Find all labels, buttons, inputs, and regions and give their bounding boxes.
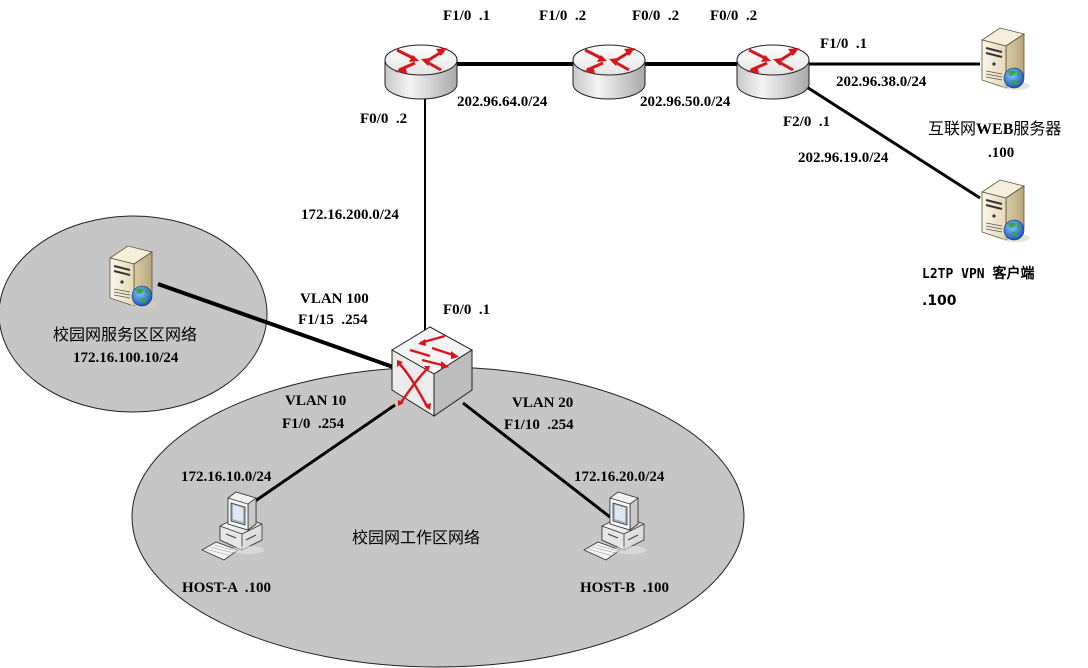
layer3-switch[interactable] <box>391 326 473 417</box>
host-b-label: HOST-B .100 <box>580 580 669 596</box>
work-zone-name: 校园网工作区网络 <box>352 528 480 547</box>
vpn-client-server[interactable] <box>981 179 1031 243</box>
router-3[interactable] <box>735 43 811 101</box>
service-zone <box>0 215 268 413</box>
r1-top-port-label: F1/0 .1 <box>443 8 490 24</box>
r1-switch-subnet-label: 172.16.200.0/24 <box>301 207 399 223</box>
link-switch-service <box>157 282 397 370</box>
vpn-client-name: L2TP VPN 客户端 <box>922 265 1034 282</box>
link-r3-vpn <box>801 82 981 200</box>
link-switch-host-a <box>244 403 396 510</box>
r3-down-port-label: F2/0 .1 <box>783 114 830 130</box>
r2-right-port-label: F0/0 .2 <box>632 8 679 24</box>
r3-left-port-label: F0/0 .2 <box>710 8 757 24</box>
host-a-subnet-label: 172.16.10.0/24 <box>181 469 272 485</box>
vlan10-label: VLAN 10 <box>285 393 346 409</box>
service-zone-name: 校园网服务区区网络 <box>53 325 197 344</box>
router-2[interactable] <box>571 43 647 101</box>
r3-right-port-label: F1/0 .1 <box>820 36 867 52</box>
vlan10-port-label: F1/0 .254 <box>282 416 345 432</box>
r1-r2-subnet-label: 202.96.64.0/24 <box>457 94 548 110</box>
link-switch-host-b <box>462 401 611 519</box>
web-server-name: 互联网WEB服务器 <box>928 119 1061 138</box>
service-zone-subnet: 172.16.100.10/24 <box>73 350 179 366</box>
vpn-client-ip: .100 <box>922 293 957 309</box>
router-1[interactable] <box>383 43 459 101</box>
switch-uplink-port-label: F0/0 .1 <box>443 302 490 318</box>
r2-left-port-label: F1/0 .2 <box>539 8 586 24</box>
host-b-subnet-label: 172.16.20.0/24 <box>574 469 665 485</box>
r3-web-subnet-label: 202.96.38.0/24 <box>836 74 927 90</box>
vlan100-port-label: F1/15 .254 <box>298 312 368 328</box>
host-a-label: HOST-A .100 <box>182 580 271 596</box>
r3-vpn-subnet-label: 202.96.19.0/24 <box>798 150 889 166</box>
service-zone-server[interactable] <box>109 245 159 309</box>
vlan20-label: VLAN 20 <box>512 395 573 411</box>
vlan20-port-label: F1/10 .254 <box>504 417 574 433</box>
vlan100-label: VLAN 100 <box>300 291 369 307</box>
web-server[interactable] <box>981 27 1031 91</box>
r2-r3-subnet-label: 202.96.50.0/24 <box>640 94 731 110</box>
r1-bottom-port-label: F0/0 .2 <box>360 111 407 127</box>
web-server-ip: .100 <box>988 145 1014 161</box>
